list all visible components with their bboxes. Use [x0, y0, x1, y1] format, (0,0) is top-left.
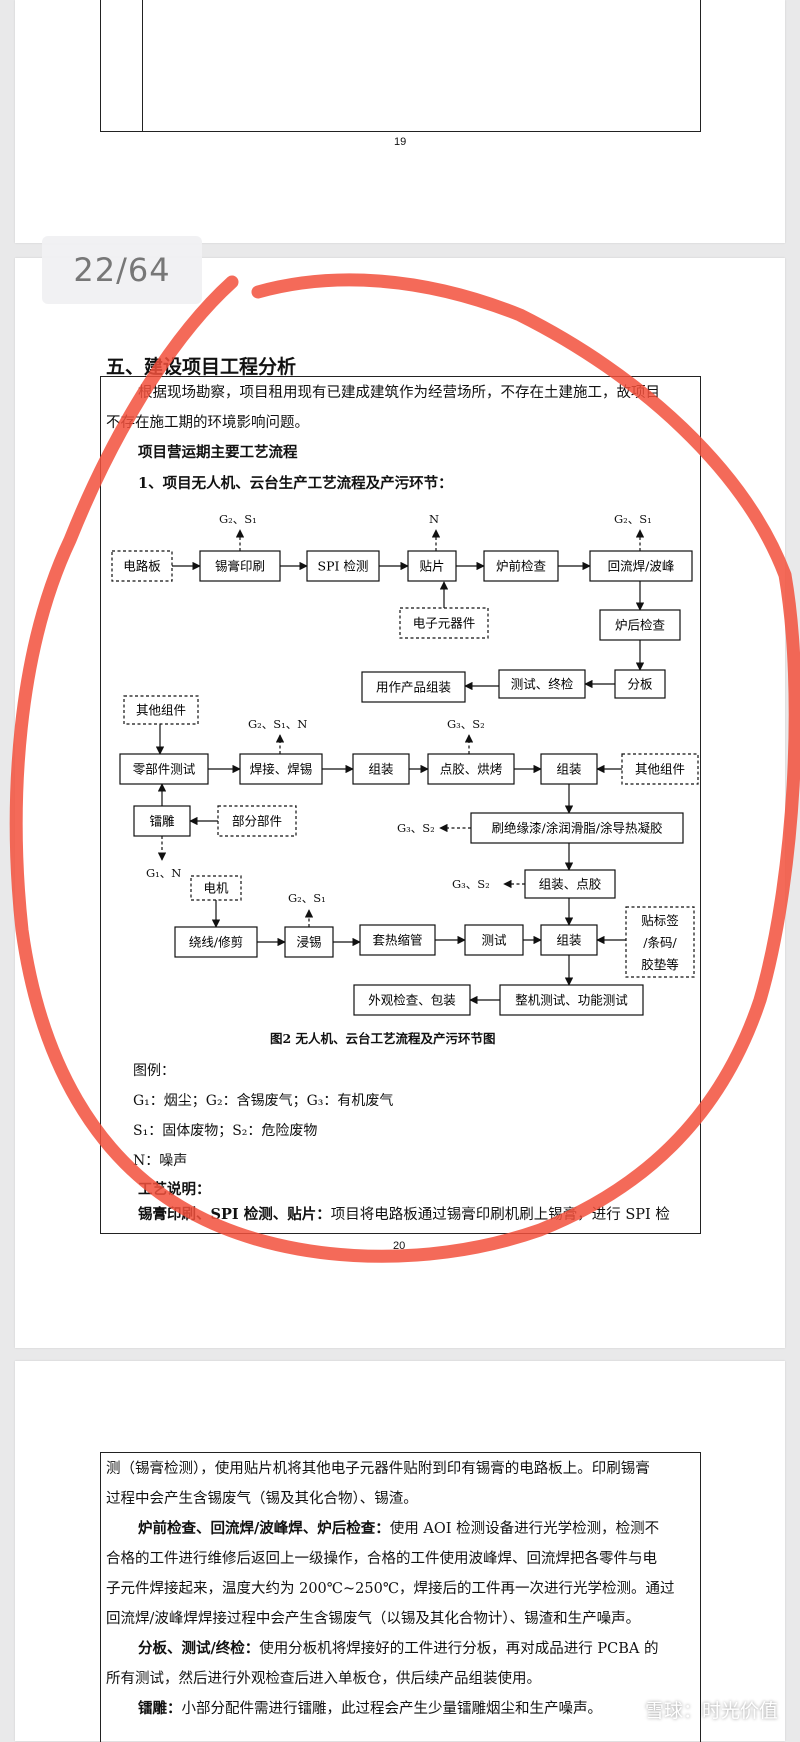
- emission-label: G₃、S₂: [447, 717, 485, 731]
- document-page-21: [15, 1361, 785, 1741]
- node-depaneling-label: 分板: [627, 677, 653, 692]
- p3-line6: 回流焊/波峰焊焊接过程中会产生含锡废气（以锡及其化合物计）、锡渣和生产噪声。: [106, 1611, 641, 1627]
- legend-title: 图例：: [133, 1063, 175, 1079]
- node-labels-label: 胶垫等: [641, 957, 679, 972]
- node-solder-paste-printing-label: 锡膏印刷: [215, 559, 265, 574]
- node-placement-label: 贴片: [419, 559, 444, 574]
- emission-label: G₁、N: [146, 866, 181, 880]
- p3-line1: 测（锡膏检测），使用贴片机将其他电子元器件贴附到印有锡膏的电路板上。印刷锡膏: [106, 1461, 650, 1477]
- p3-para3-lead: 分板、测试/终检：: [138, 1640, 260, 1657]
- p3-line5: 子元件焊接起来，温度大约为 200℃~250℃，焊接后的工件再一次进行光学检测。…: [106, 1581, 675, 1597]
- node-winding-trimming-label: 绕线/修剪: [189, 935, 243, 950]
- node-assembly-label: 组装: [556, 762, 581, 777]
- emission-label: G₂、S₁: [219, 512, 257, 526]
- table-divider: [142, 0, 143, 132]
- page-number: 19: [394, 136, 407, 148]
- p3-para3-text: 使用分板机将焊接好的工件进行分板，再对成品进行 PCBA 的: [259, 1641, 659, 1657]
- emission-label: G₂、S₁: [288, 891, 326, 905]
- node-other-components-label: 其他组件: [635, 762, 685, 777]
- node-coating-label: 刷绝缘漆/涂润滑脂/涂导热凝胶: [492, 821, 663, 836]
- p3-para3: 分板、测试/终检：使用分板机将焊接好的工件进行分板，再对成品进行 PCBA 的: [138, 1634, 659, 1664]
- node-reflow-wave-label: 回流焊/波峰: [608, 559, 675, 574]
- node-dispensing-baking-label: 点胶、烘烤: [440, 762, 503, 777]
- content-frame: [100, 1452, 701, 1742]
- node-motor-label: 电机: [203, 881, 229, 896]
- node-assembly-dispensing-label: 组装、点胶: [539, 877, 602, 892]
- p3-para2-lead: 炉前检查、回流焊/波峰焊、炉后检查：: [138, 1520, 390, 1537]
- node-spi-inspection-label: SPI 检测: [318, 559, 369, 574]
- p3-para2-text: 使用 AOI 检测设备进行光学检测，检测不: [389, 1521, 660, 1537]
- emission-label: G₃、S₂: [397, 821, 435, 835]
- process-text: 项目将电路板通过锡膏印刷机刷上锡膏，进行 SPI 检: [330, 1207, 670, 1223]
- node-labels-label: 贴标签: [641, 913, 679, 928]
- emission-label: G₂、S₁: [614, 512, 652, 526]
- p3-line2: 过程中会产生含锡废气（锡及其化合物）、锡渣。: [106, 1491, 418, 1507]
- document-page-19: 19: [15, 0, 785, 243]
- node-other-components-label: 其他组件: [136, 703, 186, 718]
- legend-n: N：噪声: [133, 1153, 188, 1169]
- figure-caption: 图2 无人机、云台工艺流程及产污环节图: [270, 1031, 496, 1046]
- node-inspection-packaging-label: 外观检查、包装: [368, 993, 456, 1008]
- node-some-parts-label: 部分部件: [232, 814, 282, 829]
- node-tin-dipping-label: 浸锡: [296, 935, 321, 950]
- node-post-reflow-check-label: 炉后检查: [615, 618, 666, 633]
- emission-label: G₃、S₂: [452, 877, 490, 891]
- process-paragraph: 锡膏印刷、SPI 检测、贴片：项目将电路板通过锡膏印刷机刷上锡膏，进行 SPI …: [138, 1200, 670, 1230]
- node-test-final-label: 测试、终检: [511, 677, 574, 692]
- legend-g: G₁：烟尘；G₂：含锡废气；G₃：有机废气: [133, 1093, 394, 1109]
- table-frame: [100, 0, 701, 132]
- p3-para4-text: 小部分配件需进行镭雕，此过程会产生少量镭雕烟尘和生产噪声。: [181, 1701, 603, 1717]
- node-circuit-board-label: 电路板: [123, 559, 161, 574]
- watermark: 雪球：时光价值: [644, 1700, 778, 1722]
- node-laser-engraving-label: 镭雕: [149, 814, 175, 829]
- node-pre-reflow-check-label: 炉前检查: [496, 559, 547, 574]
- node-assembly-label: 组装: [556, 933, 581, 948]
- p3-para4: 镭雕：小部分配件需进行镭雕，此过程会产生少量镭雕烟尘和生产噪声。: [138, 1694, 602, 1724]
- page-counter-badge: 22/64: [42, 236, 202, 304]
- node-welding-soldering-label: 焊接、焊锡: [250, 762, 313, 777]
- node-test-label: 测试: [481, 933, 507, 948]
- node-assembly-label: 组装: [368, 762, 393, 777]
- node-full-test-label: 整机测试、功能测试: [515, 993, 628, 1008]
- p3-para4-lead: 镭雕：: [138, 1700, 182, 1717]
- node-for-assembly-label: 用作产品组装: [376, 680, 451, 695]
- node-heat-shrink-label: 套热缩管: [372, 933, 422, 948]
- emission-label: N: [429, 512, 439, 526]
- emission-label: G₂、S₁、N: [248, 717, 307, 731]
- node-parts-test-label: 零部件测试: [133, 762, 196, 777]
- legend-s: S₁：固体废物；S₂：危险废物: [133, 1123, 318, 1139]
- p3-line8: 所有测试，然后进行外观检查后进入单板仓，供后续产品组装使用。: [106, 1671, 541, 1687]
- process-lead: 锡膏印刷、SPI 检测、贴片：: [138, 1206, 331, 1223]
- p3-para2: 炉前检查、回流焊/波峰焊、炉后检查：使用 AOI 检测设备进行光学检测，检测不: [138, 1514, 659, 1544]
- p3-line4: 合格的工件进行维修后返回上一级操作，合格的工件使用波峰焊、回流焊把各零件与电: [106, 1551, 657, 1567]
- node-electronic-components-label: 电子元器件: [413, 616, 476, 631]
- node-labels-label: /条码/: [643, 935, 677, 950]
- page-number: 20: [393, 1240, 406, 1252]
